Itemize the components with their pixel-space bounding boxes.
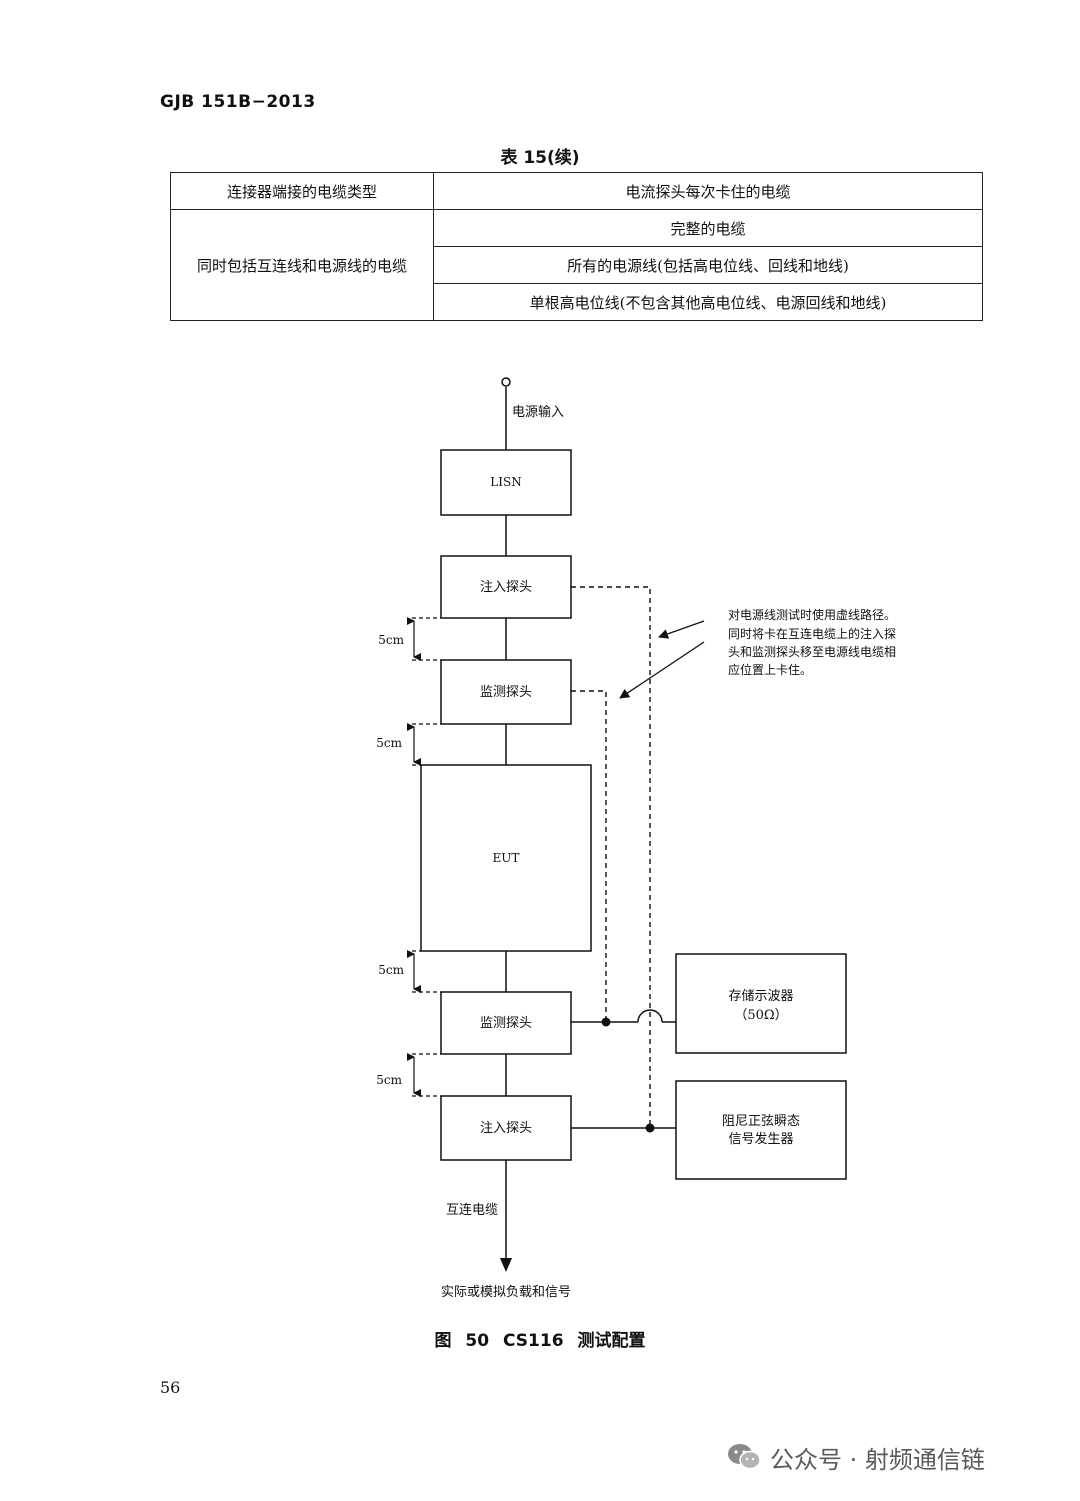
figure-title: CS116 测试配置 xyxy=(503,1331,646,1351)
spacing-label: 5cm xyxy=(378,633,404,647)
spacing-label: 5cm xyxy=(376,1073,402,1087)
watermark-text: 公众号 · 射频通信链 xyxy=(770,1445,985,1474)
table-row-label: 同时包括互连线和电源线的电缆 xyxy=(170,209,434,321)
upper-monitor-probe-box xyxy=(440,659,572,725)
note-line: 同时将卡在互连电缆上的注入探 xyxy=(728,626,896,641)
table-cell: 完整的电缆 xyxy=(433,209,983,247)
note-line: 头和监测探头移至电源线电缆相 xyxy=(728,645,896,659)
upper-monitor-probe-label: 监测探头 xyxy=(480,685,532,700)
lisn-label: LISN xyxy=(490,475,521,489)
note-pointer-arrows xyxy=(619,620,705,699)
upper-injection-probe-box xyxy=(440,555,572,619)
generator-label-line: 信号发生器 xyxy=(728,1131,793,1147)
lower-injection-probe-label: 注入探头 xyxy=(480,1121,532,1136)
spacing-label: 5cm xyxy=(378,963,404,977)
lower-monitor-probe-label: 监测探头 xyxy=(480,1016,532,1031)
table-cell: 所有的电源线(包括高电位线、回线和地线) xyxy=(433,246,983,284)
generator-label-line: 阻尼正弦瞬态 xyxy=(722,1113,800,1129)
storage-oscilloscope-box xyxy=(675,953,847,1054)
instrument-connections xyxy=(571,1009,676,1129)
spacing-label: 5cm xyxy=(376,736,402,750)
dashed-power-line-paths xyxy=(571,586,651,1128)
eut-label: EUT xyxy=(493,851,520,865)
table-row: 单根高电位线(不包含其他高电位线、电源回线和地线) xyxy=(171,283,983,321)
table-row: 同时包括互连线和电源线的电缆 完整的电缆 xyxy=(170,209,983,321)
cable-type-table: 连接器端接的电缆类型 电流探头每次卡住的电缆 同时包括互连线和电源线的电缆 完整… xyxy=(170,172,983,321)
table-cell: 单根高电位线(不包含其他高电位线、电源回线和地线) xyxy=(433,283,983,321)
wechat-icon xyxy=(728,1444,761,1470)
lisn-box xyxy=(440,449,572,516)
table-header-cell: 连接器端接的电缆类型 xyxy=(170,172,434,210)
upper-injection-probe-label: 注入探头 xyxy=(480,580,532,595)
note-line: 应位置上卡住。 xyxy=(728,662,812,677)
load-signal-label: 实际或模拟负载和信号 xyxy=(441,1285,571,1300)
note-line: 对电源线测试时使用虚线路径。 xyxy=(728,607,896,622)
oscilloscope-label-line: 存储示波器 xyxy=(728,989,793,1004)
oscilloscope-label-line: （50Ω） xyxy=(734,1008,787,1023)
signal-generator-box xyxy=(675,1080,847,1180)
table-row: 所有的电源线(包括高电位线、回线和地线) xyxy=(171,246,983,284)
figure-caption: 图 50 CS116 测试配置 xyxy=(0,1326,1080,1351)
figure-number: 图 50 xyxy=(434,1331,490,1351)
lower-monitor-probe-box xyxy=(440,991,572,1055)
interconnect-cable-label: 互连电缆 xyxy=(446,1202,498,1218)
watermark: 公众号 · 射频通信链 xyxy=(726,1437,985,1477)
injection-junction-dot xyxy=(645,1123,655,1133)
power-input-label: 电源输入 xyxy=(512,404,564,420)
monitor-junction-dot xyxy=(601,1017,611,1027)
power-input-terminal xyxy=(501,377,511,387)
eut-box xyxy=(420,764,592,952)
standard-code: GJB 151B−2013 xyxy=(160,92,316,112)
table-title: 表 15(续) xyxy=(500,148,580,168)
page-number: 56 xyxy=(160,1378,181,1397)
cable-end-arrow xyxy=(500,1258,512,1272)
lower-injection-probe-box xyxy=(440,1095,572,1161)
dashed-path-note: 对电源线测试时使用虚线路径。 同时将卡在互连电缆上的注入探 头和监测探头移至电源… xyxy=(728,607,896,677)
